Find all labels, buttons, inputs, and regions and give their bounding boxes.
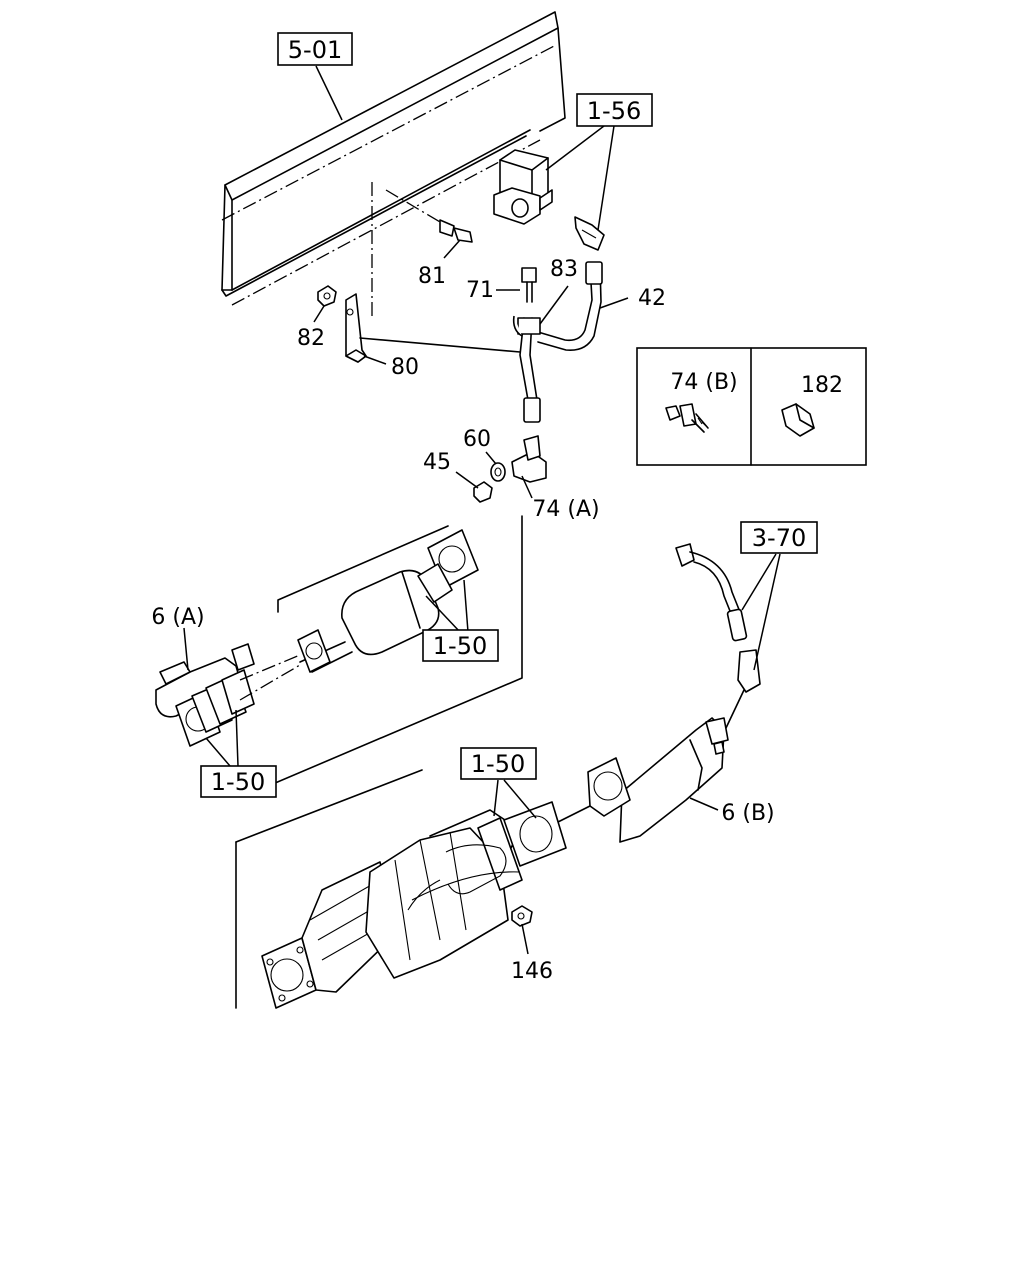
ref-label-1-50-left: 1-50	[211, 768, 265, 796]
exhaust-pipe-assembly	[155, 529, 479, 747]
elbow-6b	[557, 717, 729, 843]
leader-lines	[183, 65, 781, 955]
ref-box-1-50-mid[interactable]: 1-50	[422, 629, 499, 662]
part-label-82: 82	[297, 326, 325, 351]
part-label-60: 60	[463, 427, 491, 452]
ref-box-1-50-left[interactable]: 1-50	[200, 765, 277, 798]
dpd-unit	[261, 801, 567, 1009]
part-label-45: 45	[423, 450, 451, 475]
ref-box-1-56[interactable]: 1-56	[576, 93, 653, 127]
part-label-6b: 6 (B)	[721, 801, 774, 826]
inset-box	[636, 347, 867, 466]
fitting-74a	[511, 435, 547, 483]
part-label-71: 71	[466, 278, 494, 303]
ref-box-1-50-low[interactable]: 1-50	[460, 747, 537, 780]
part-label-42: 42	[638, 286, 666, 311]
plug-182	[781, 403, 815, 437]
ref-label-3-70: 3-70	[752, 524, 806, 552]
washer-60	[490, 462, 506, 482]
fitting-74b	[665, 403, 709, 433]
inset-label-182: 182	[801, 373, 843, 398]
ref-box-3-70[interactable]: 3-70	[740, 521, 818, 554]
inset-label-74b: 74 (B)	[670, 370, 737, 395]
ref-label-1-50-mid: 1-50	[433, 632, 487, 660]
part-label-81: 81	[418, 264, 446, 289]
part-label-74a: 74 (A)	[532, 497, 599, 522]
nut-45	[473, 481, 493, 503]
sensor-harness	[675, 543, 761, 745]
ref-label-1-56: 1-56	[587, 97, 641, 125]
part-label-83: 83	[550, 257, 578, 282]
nut-82	[317, 285, 337, 307]
assembly-outline	[235, 515, 523, 1009]
ref-box-5-01[interactable]: 5-01	[277, 32, 353, 66]
frame-rail	[221, 11, 566, 306]
part-label-6a: 6 (A)	[151, 605, 204, 630]
part-label-146: 146	[511, 959, 553, 984]
solenoid-valve	[493, 149, 605, 251]
bolt-81	[385, 189, 473, 243]
ref-label-5-01: 5-01	[288, 36, 342, 64]
ref-label-1-50-low: 1-50	[471, 750, 525, 778]
pipe-42	[512, 261, 603, 423]
bolt-71	[521, 267, 537, 303]
part-label-80: 80	[391, 355, 419, 380]
nut-146	[511, 905, 533, 927]
